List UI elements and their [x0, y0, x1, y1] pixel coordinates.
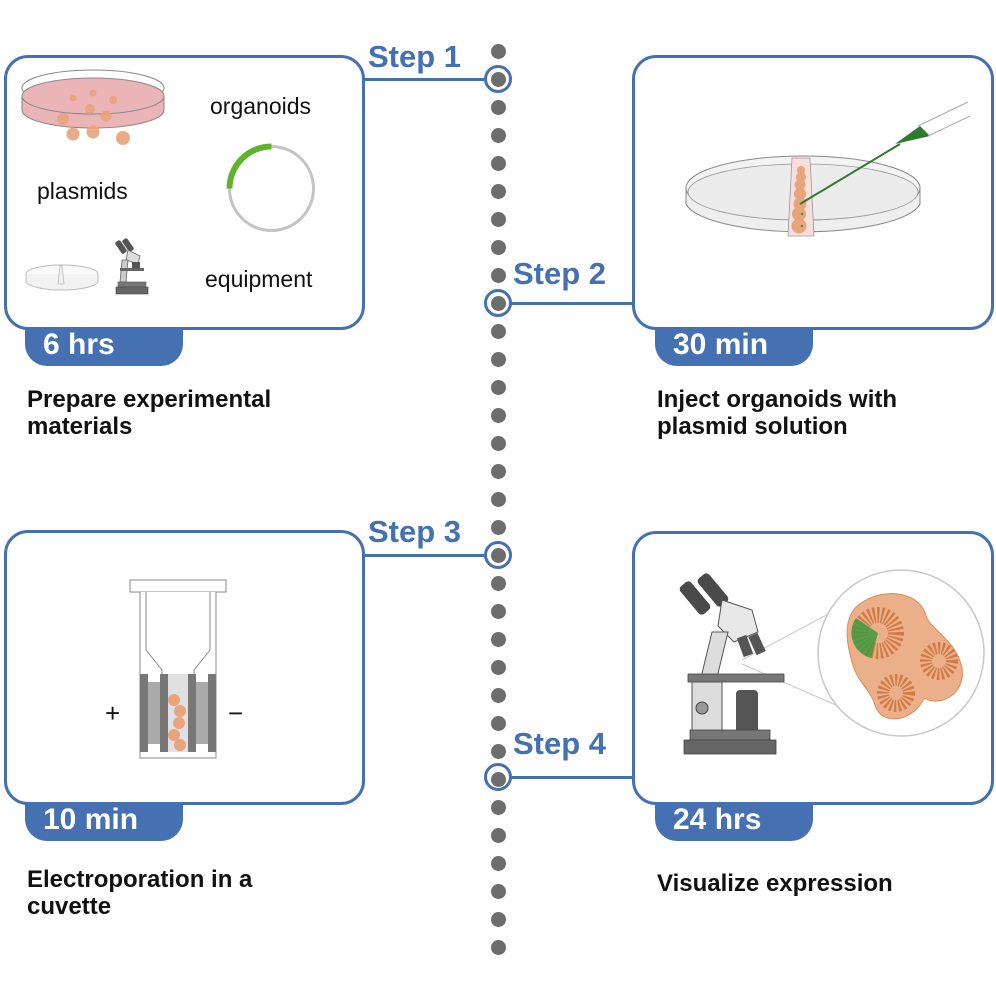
timeline-dot	[491, 940, 506, 955]
step-1-timeline-marker	[484, 65, 512, 93]
timeline-dot	[491, 464, 506, 479]
step-3-duration-badge: 10 min	[25, 803, 183, 841]
timeline-dot	[491, 212, 506, 227]
microscope-icon	[679, 573, 785, 755]
timeline-dot	[491, 380, 506, 395]
step-3-caption: Electroporation in a cuvette	[27, 866, 252, 920]
step-2-connector	[511, 302, 634, 305]
positive-electrode-symbol: +	[105, 698, 121, 728]
timeline-dot	[491, 240, 506, 255]
petri-dish-icon	[685, 155, 921, 237]
empty-dish-icon	[25, 264, 99, 291]
timeline-dot	[491, 576, 506, 591]
timeline-dot	[491, 800, 506, 815]
step-1-connector	[363, 78, 485, 81]
timeline-dot	[491, 856, 506, 871]
step-2-caption-line2: plasmid solution	[657, 413, 848, 440]
petri-dish-organoids-icon	[21, 69, 165, 145]
step-3-caption-line1: Electroporation in a	[27, 866, 253, 893]
timeline-dot	[491, 128, 506, 143]
step-4-label: Step 4	[513, 726, 607, 761]
equipment-label: equipment	[205, 266, 313, 292]
timeline-dot	[491, 632, 506, 647]
step-4-caption-line1: Visualize expression	[657, 870, 893, 897]
step-1-caption-line1: Prepare experimental	[27, 386, 272, 413]
plasmids-label: plasmids	[37, 178, 128, 204]
timeline-dot	[491, 716, 506, 731]
timeline-dot	[491, 156, 506, 171]
organoids-label: organoids	[210, 93, 312, 119]
plasmid-ring-icon	[226, 143, 315, 232]
step-2-timeline-marker	[484, 289, 512, 317]
step-4-connector	[511, 776, 634, 779]
timeline-dot	[491, 436, 506, 451]
step-3-timeline-marker	[484, 541, 512, 569]
step-1-duration-badge: 6 hrs	[25, 328, 183, 366]
timeline-dot	[491, 268, 506, 283]
step-2-caption: Inject organoids with plasmid solution	[657, 386, 897, 440]
magnified-organoid-icon	[817, 569, 985, 737]
electroporation-cuvette-icon	[129, 579, 227, 759]
step-1-caption-line2: materials	[27, 413, 133, 440]
timeline-dot	[491, 660, 506, 675]
timeline-dot	[491, 744, 506, 759]
negative-electrode-symbol: −	[228, 698, 244, 728]
timeline-dot	[491, 324, 506, 339]
microscope-icon	[115, 238, 149, 295]
step-1-label: Step 1	[368, 39, 462, 74]
timeline-dot	[491, 604, 506, 619]
timeline-dot	[491, 44, 506, 59]
timeline-dot	[491, 688, 506, 703]
timeline-dot	[491, 100, 506, 115]
step-2-caption-line1: Inject organoids with	[657, 386, 898, 413]
timeline-dot	[491, 912, 506, 927]
step-1-caption: Prepare experimental materials	[27, 386, 271, 440]
step-3-connector	[363, 554, 485, 557]
timeline-dot	[491, 828, 506, 843]
step-2-label: Step 2	[513, 256, 607, 291]
step-2-duration-badge: 30 min	[655, 328, 813, 366]
step-4-caption: Visualize expression	[657, 870, 893, 897]
timeline-dot	[491, 408, 506, 423]
step-4-duration-badge: 24 hrs	[655, 803, 813, 841]
timeline-dot	[491, 884, 506, 899]
injection-pipette-icon	[799, 101, 971, 205]
timeline-dot	[491, 352, 506, 367]
step-4-timeline-marker	[484, 763, 512, 791]
timeline-dot	[491, 520, 506, 535]
timeline-dot	[491, 184, 506, 199]
step-3-caption-line2: cuvette	[27, 893, 112, 920]
step-3-label: Step 3	[368, 514, 462, 549]
timeline-dot	[491, 492, 506, 507]
